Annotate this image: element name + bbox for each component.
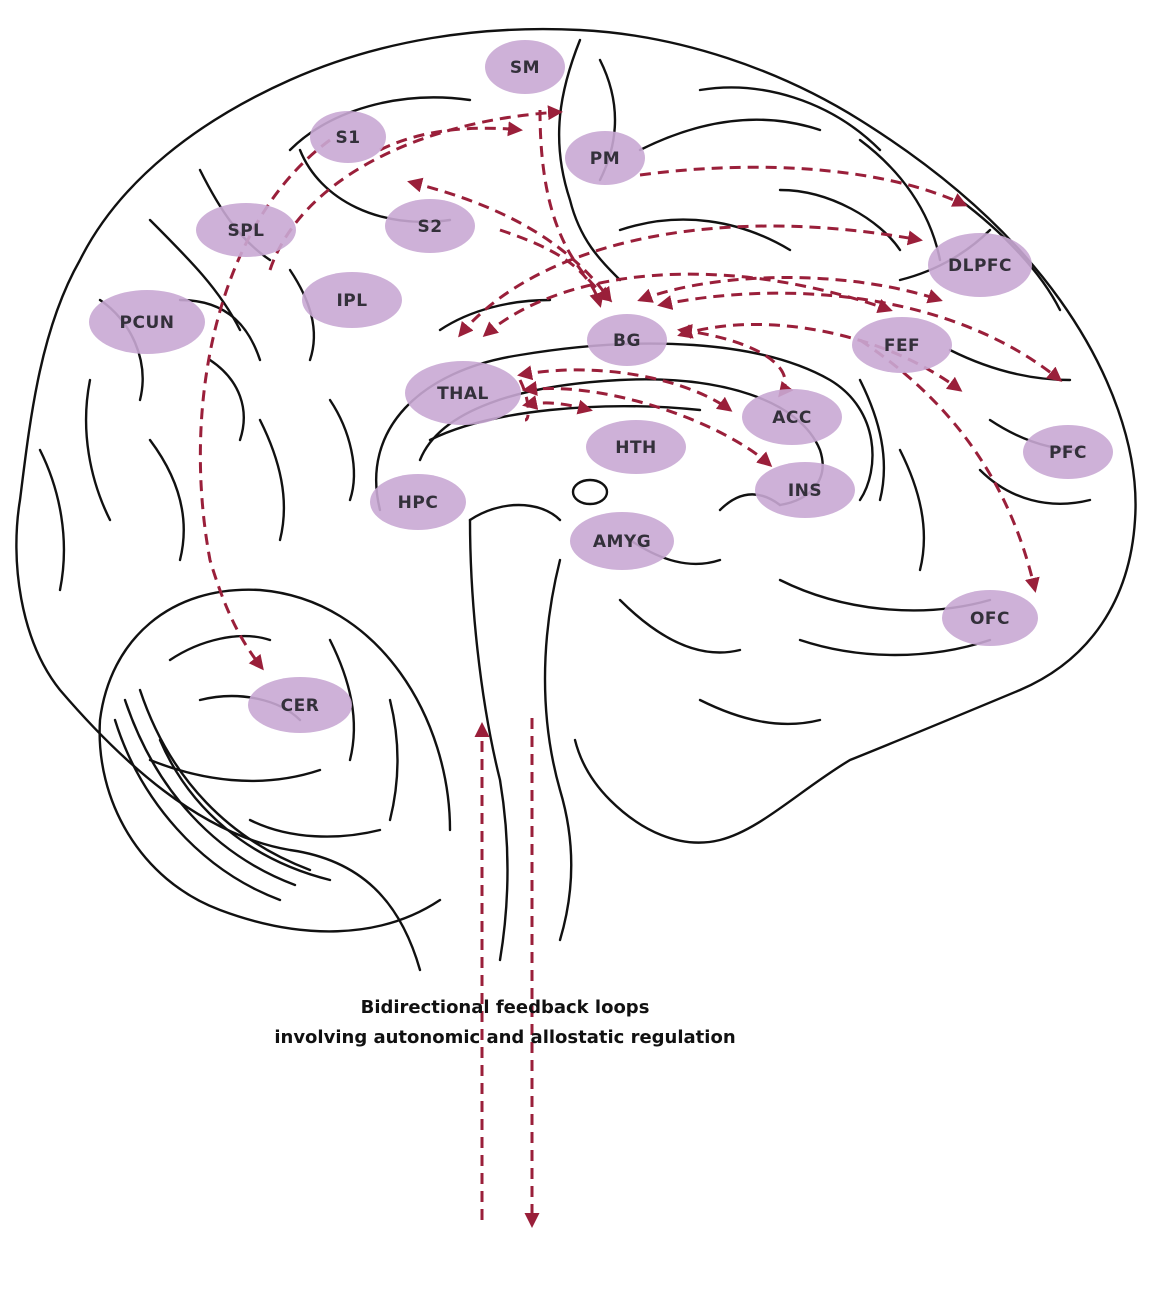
region-amyg: AMYG xyxy=(570,512,674,570)
region-label: SPL xyxy=(227,221,264,241)
region-label: BG xyxy=(613,331,641,351)
region-label: PCUN xyxy=(120,313,175,333)
region-spl: SPL xyxy=(196,203,296,257)
region-hth: HTH xyxy=(586,420,686,474)
caption-line-1: Bidirectional feedback loops xyxy=(360,997,650,1018)
region-label: THAL xyxy=(437,384,489,404)
region-acc: ACC xyxy=(742,389,842,445)
brainstem-outline xyxy=(468,518,509,962)
region-pfc: PFC xyxy=(1023,425,1113,479)
caption-line-2: involving autonomic and allostatic regul… xyxy=(274,1027,736,1048)
cerebrum-outline xyxy=(15,27,1137,972)
region-dlpfc: DLPFC xyxy=(928,233,1032,297)
region-label: CER xyxy=(281,696,320,716)
region-label: IPL xyxy=(336,291,367,311)
region-bg: BG xyxy=(587,314,667,366)
region-pcun: PCUN xyxy=(89,290,205,354)
region-label: PM xyxy=(590,149,620,169)
region-s2: S2 xyxy=(385,199,475,253)
region-label: HTH xyxy=(615,438,657,458)
region-label: AMYG xyxy=(593,532,651,552)
region-cer: CER xyxy=(248,677,352,733)
region-s1: S1 xyxy=(310,111,386,163)
region-label: SM xyxy=(510,58,540,78)
region-ipl: IPL xyxy=(302,272,402,328)
region-label: HPC xyxy=(398,493,439,513)
region-label: S1 xyxy=(335,128,360,148)
region-ofc: OFC xyxy=(942,590,1038,646)
region-label: OFC xyxy=(970,609,1010,629)
region-thal: THAL xyxy=(405,361,521,425)
region-pm: PM xyxy=(565,131,645,185)
connection-arrows xyxy=(198,105,1063,1228)
region-ins: INS xyxy=(755,462,855,518)
ventricle-outline xyxy=(571,478,609,506)
region-fef: FEF xyxy=(852,317,952,373)
region-label: PFC xyxy=(1049,443,1087,463)
region-label: ACC xyxy=(772,408,812,428)
region-label: DLPFC xyxy=(948,256,1012,276)
region-label: S2 xyxy=(417,217,442,237)
region-sm: SM xyxy=(485,40,565,94)
cerebellum-outline xyxy=(98,588,452,933)
region-label: INS xyxy=(788,481,822,501)
region-hpc: HPC xyxy=(370,474,466,530)
region-label: FEF xyxy=(884,336,920,356)
